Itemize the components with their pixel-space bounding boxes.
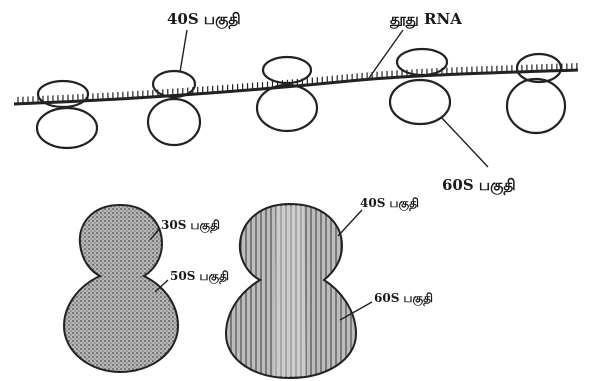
polysome-ribosome-1 [37, 81, 97, 148]
label-30s-subunit: 30S பகுதி [161, 218, 220, 233]
polysome-ribosome-4 [390, 49, 450, 124]
label-50s-subunit: 50S பகுதி [170, 269, 229, 284]
polysome: 40S பகுதி தூது RNA 60S பகுதி [14, 10, 578, 195]
leader-60s [441, 117, 488, 167]
codon-ticks [18, 63, 577, 103]
label-60s-subunit: 60S பகுதி [442, 176, 516, 195]
leader-40s-small [338, 210, 362, 236]
label-mrna: தூது RNA [389, 10, 462, 29]
ribosome-80s-cleft [274, 206, 306, 376]
ribosome-70s: 30S பகுதி 50S பகுதி [64, 205, 229, 372]
leader-40s [180, 30, 187, 72]
polysome-ribosome-2 [148, 71, 200, 145]
label-60s-ribosome: 60S பகுதி [374, 291, 433, 306]
polysome-ribosome-3 [257, 57, 317, 131]
label-40s-subunit: 40S பகுதி [167, 10, 241, 29]
label-40s-ribosome: 40S பகுதி [360, 196, 419, 211]
ribosome-80s: 40S பகுதி 60S பகுதி [226, 196, 433, 378]
leader-mrna [369, 30, 403, 78]
